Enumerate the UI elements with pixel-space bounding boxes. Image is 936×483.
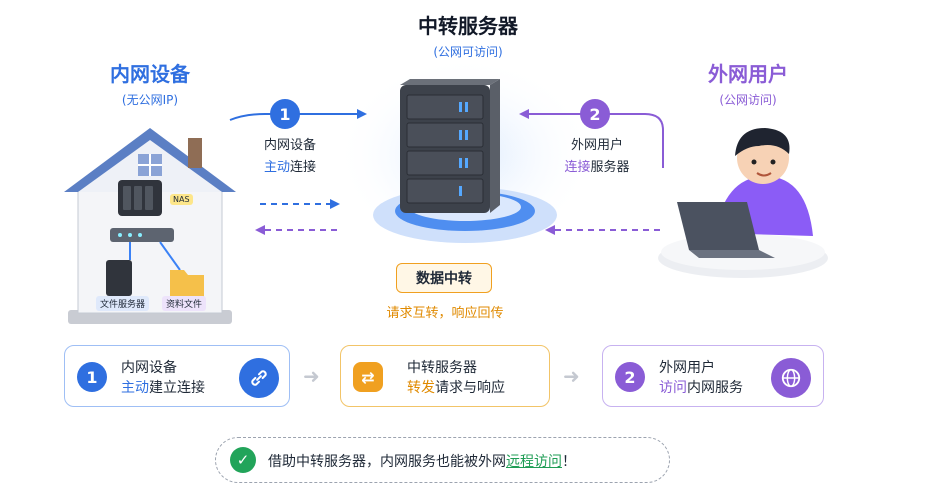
step-3-text: 外网用户 访问内网服务 (659, 358, 743, 398)
window-icon (138, 154, 162, 176)
step-card-2: ⇄ 中转服务器 转发请求与响应 (340, 345, 550, 407)
user-illustration (658, 128, 828, 278)
summary-prefix: 借助中转服务器，内网服务也能被外网 (268, 454, 506, 470)
link-icon (239, 358, 279, 398)
chevron-right-icon: ➜ (563, 364, 580, 388)
external-header: 外网用户 (公网访问) (668, 58, 828, 108)
step-1-highlight: 主动 (121, 380, 149, 396)
folder-icon (170, 270, 204, 297)
relay-title: 中转服务器 (418, 14, 518, 38)
left-link-line1: 内网设备 (263, 138, 316, 153)
step-card-1: 1 内网设备 主动建立连接 (64, 345, 290, 407)
check-icon: ✓ (230, 447, 256, 473)
step-3-highlight: 访问 (659, 380, 687, 396)
left-arrows (229, 109, 367, 235)
step-1-line1: 内网设备 (121, 360, 177, 376)
step-1-rest: 建立连接 (149, 380, 205, 396)
right-link-line1: 外网用户 (570, 138, 623, 153)
right-arrows (519, 109, 665, 235)
step-card-3: 2 外网用户 访问内网服务 (602, 345, 824, 407)
right-link-caption: 外网用户 连接服务器 (552, 135, 642, 179)
left-link-highlight: 主动 (263, 160, 290, 175)
step-2-line1: 中转服务器 (407, 360, 477, 376)
nas-label: NAS (170, 194, 193, 205)
step-2-rest: 请求与响应 (435, 380, 505, 396)
summary-text: 借助中转服务器，内网服务也能被外网远程访问！ (268, 451, 576, 471)
right-link-rest: 服务器 (590, 160, 630, 175)
intranet-header: 内网设备 (无公网IP) (75, 58, 225, 108)
swap-icon: ⇄ (353, 362, 383, 392)
house-illustration (64, 128, 236, 324)
step-3-rest: 内网服务 (687, 380, 743, 396)
chevron-right-icon: ➜ (303, 364, 320, 388)
summary-suffix: ！ (562, 454, 576, 470)
right-step-number: 2 (580, 99, 610, 129)
step-3-line1: 外网用户 (659, 360, 715, 376)
step-2-highlight: 转发 (407, 380, 435, 396)
external-subtitle: (公网访问) (719, 93, 777, 107)
step-2-text: 中转服务器 转发请求与响应 (407, 358, 505, 398)
summary-note: ✓ 借助中转服务器，内网服务也能被外网远程访问！ (215, 437, 670, 483)
intranet-subtitle: (无公网IP) (121, 93, 179, 107)
external-title: 外网用户 (708, 62, 788, 86)
docs-label: 资料文件 (162, 296, 207, 311)
file-server-icon (106, 260, 132, 296)
file-server-label: 文件服务器 (96, 296, 150, 311)
step-1-text: 内网设备 主动建立连接 (121, 358, 205, 398)
right-link-highlight: 连接 (564, 160, 591, 175)
relay-header: 中转服务器 (公网可访问) (368, 10, 568, 60)
relay-server-illustration (335, 55, 595, 255)
summary-highlight: 远程访问 (506, 454, 562, 470)
step-3-number: 2 (615, 362, 645, 392)
relay-subtitle: (公网可访问) (433, 45, 503, 59)
relay-caption: 请求互转，响应回传 (386, 306, 504, 321)
left-link-caption: 内网设备 主动连接 (245, 135, 335, 179)
laptop-icon (677, 202, 759, 250)
globe-icon (771, 358, 811, 398)
intranet-title: 内网设备 (110, 62, 190, 86)
left-step-number: 1 (270, 99, 300, 129)
step-1-number: 1 (77, 362, 107, 392)
relay-badge: 数据中转 (396, 263, 492, 293)
left-link-rest: 连接 (290, 160, 317, 175)
